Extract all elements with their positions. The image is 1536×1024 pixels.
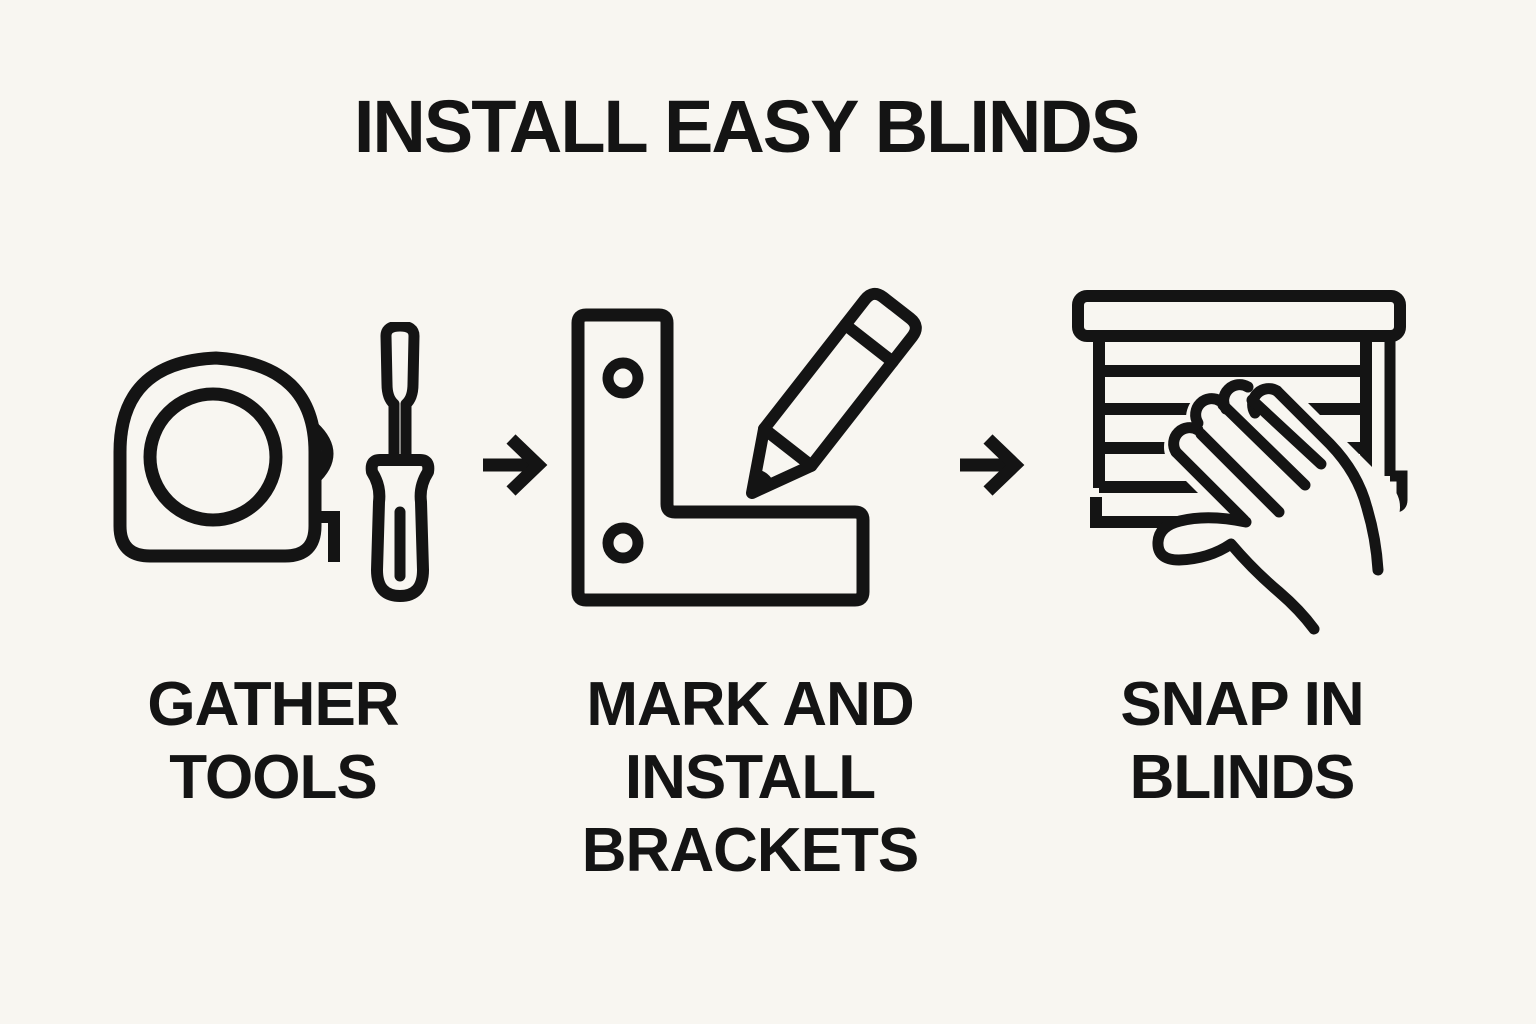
- bracket-screw-hole-top: [602, 357, 644, 399]
- right-arrow-icon: [483, 434, 548, 496]
- step-2-label: MARK AND INSTALL BRACKETS: [581, 670, 919, 885]
- step-3-label: SNAP IN BLINDS: [1120, 670, 1364, 812]
- hand-icon: [1152, 379, 1384, 635]
- hand-thumb-and-wrist: [1152, 512, 1320, 635]
- blinds-headrail: [1072, 290, 1406, 342]
- hand-finger-2-cap: [1190, 393, 1226, 429]
- screwdriver-icon: [365, 322, 435, 602]
- pencil-graphite-tip: [752, 469, 775, 493]
- hand-outer-edge: [1271, 385, 1384, 576]
- step-2-icons: [571, 287, 922, 607]
- hand-finger-line-1: [1195, 428, 1285, 518]
- tape-measure-reel: [143, 387, 283, 527]
- page-title: INSTALL EASY BLINDS: [353, 85, 1140, 168]
- tape-measure-tab: [311, 511, 340, 562]
- tape-measure-body: [113, 351, 322, 563]
- hand-finger-line-3: [1246, 394, 1327, 470]
- hand-mask: [1147, 375, 1400, 648]
- corner-bracket-plate: [571, 308, 870, 607]
- bracket-screw-hole-bottom: [602, 522, 644, 564]
- screwdriver-handle: [365, 454, 435, 602]
- hand-index-edge: [1170, 446, 1250, 526]
- pencil-cone: [746, 422, 818, 499]
- step-3-icons: [1072, 290, 1408, 648]
- pencil-body: [758, 287, 922, 472]
- corner-bracket-icon: [571, 308, 870, 607]
- screwdriver-shaft: [380, 322, 420, 466]
- tape-measure-icon: [113, 351, 340, 563]
- pencil-end-cap-line: [839, 318, 899, 368]
- window-blinds-icon-front: [1072, 290, 1406, 377]
- hand-finger-line-2: [1217, 399, 1311, 491]
- right-arrow-icon: [960, 434, 1025, 496]
- tape-measure-lock: [308, 422, 334, 485]
- step-1-label: GATHER TOOLS: [147, 670, 399, 812]
- pencil-icon: [746, 287, 922, 499]
